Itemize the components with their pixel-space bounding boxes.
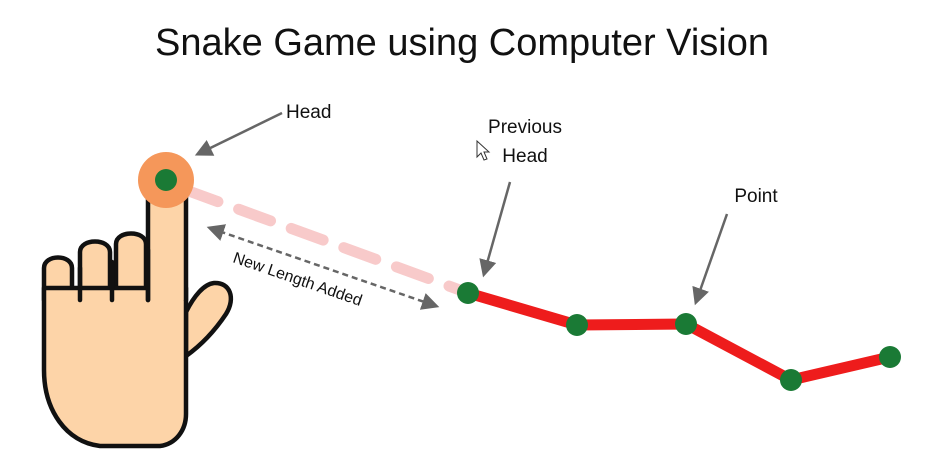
- pointing-hand-icon: [41, 170, 234, 449]
- point-label: Point: [734, 186, 778, 207]
- point-arrow: [692, 213, 729, 306]
- head-arrow: [194, 111, 283, 156]
- head-point: [155, 169, 177, 191]
- snake-point: [879, 346, 901, 368]
- snake-point: [566, 314, 588, 336]
- previous-head-arrow: [479, 181, 512, 278]
- new-length-trail: [180, 184, 474, 299]
- page-title: Snake Game using Computer Vision: [155, 22, 769, 64]
- previous-head-label-line2: Head: [502, 146, 547, 167]
- snake-point: [457, 282, 479, 304]
- snake-point: [780, 369, 802, 391]
- hand-finger-lines: [77, 247, 151, 303]
- snake-point: [675, 313, 697, 335]
- previous-head-label-line1: Previous: [488, 117, 562, 138]
- head-label: Head: [286, 102, 331, 123]
- snake-body: [462, 287, 896, 386]
- mouse-cursor-icon: [476, 139, 491, 161]
